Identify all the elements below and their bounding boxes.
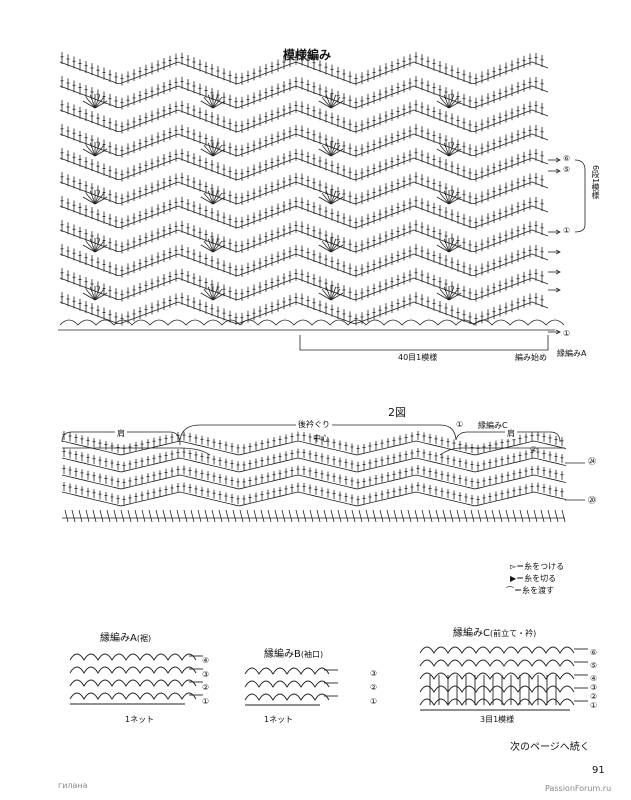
edging-a-row-4: ④ (202, 656, 210, 665)
row-label-20: ⑳ (588, 496, 596, 505)
row-label-2: ② (530, 445, 538, 454)
edging-c-row-2: ② (590, 692, 598, 701)
edging-c-marker: ① (456, 420, 464, 429)
edging-a-row-3: ③ (202, 670, 210, 679)
attach-yarn-icon: ▻ (510, 562, 517, 571)
edging-c-title: 縁編みC(前立て・衿) (453, 628, 537, 639)
edging-c-row-4: ④ (590, 674, 598, 683)
edging-c-label: 縁編みC (478, 421, 508, 430)
shoulder-right-label: 肩 (505, 428, 517, 439)
row-label-6: ⑥ (563, 154, 571, 163)
watermark-right: PassionForum.ru (545, 784, 612, 793)
legend-cut: ▶＝糸を切る (510, 574, 557, 583)
edging-c-row-3: ③ (590, 683, 598, 692)
center-label: 中心 (313, 434, 329, 443)
edging-b-unit: 1ネット (264, 715, 294, 724)
shoulder-left-label: 肩 (115, 428, 127, 439)
row-label-5: ⑤ (563, 165, 571, 174)
legend-carry: ⌒＝糸を渡す (506, 586, 554, 595)
watermark-left: гилана (58, 781, 88, 790)
edging-a-row-1: ① (202, 697, 210, 706)
edging-c-unit: 3目1模様 (480, 715, 515, 724)
edging-a-title: 縁編みA(裾) (100, 633, 152, 644)
row-label-24: ㉔ (588, 457, 596, 466)
edging-c-row-1: ① (590, 701, 598, 710)
edging-b-title: 縁編みB(袖口) (264, 649, 324, 660)
cut-yarn-icon: ▶ (510, 574, 517, 583)
carry-yarn-icon: ⌒ (506, 586, 514, 595)
repeat-rows-label: 6段1模様 (591, 165, 600, 200)
row-label-1: ① (563, 226, 571, 235)
legend-attach: ▻＝糸をつける (510, 562, 565, 571)
edging-b-row-3: ③ (370, 669, 378, 678)
page-number: 91 (592, 765, 605, 776)
start-label: 編み始め (515, 353, 547, 362)
figure2-title: 2図 (388, 406, 406, 419)
bottom-row-label: ① (563, 329, 571, 338)
back-neck-label: 後衿ぐり (296, 419, 332, 430)
continue-note: 次のページへ続く (510, 742, 590, 753)
edging-a-unit: 1ネット (125, 715, 155, 724)
repeat-width-label: 40目1模様 (398, 353, 438, 362)
edging-a-label: 縁編みA (557, 349, 587, 358)
edging-c-row-6: ⑥ (590, 648, 598, 657)
main-chart-title: 模様編み (283, 48, 332, 62)
edging-b-row-1: ① (370, 697, 378, 706)
edging-c-row-5: ⑤ (590, 661, 598, 670)
edging-b-row-2: ② (370, 683, 378, 692)
edging-a-row-2: ② (202, 683, 210, 692)
